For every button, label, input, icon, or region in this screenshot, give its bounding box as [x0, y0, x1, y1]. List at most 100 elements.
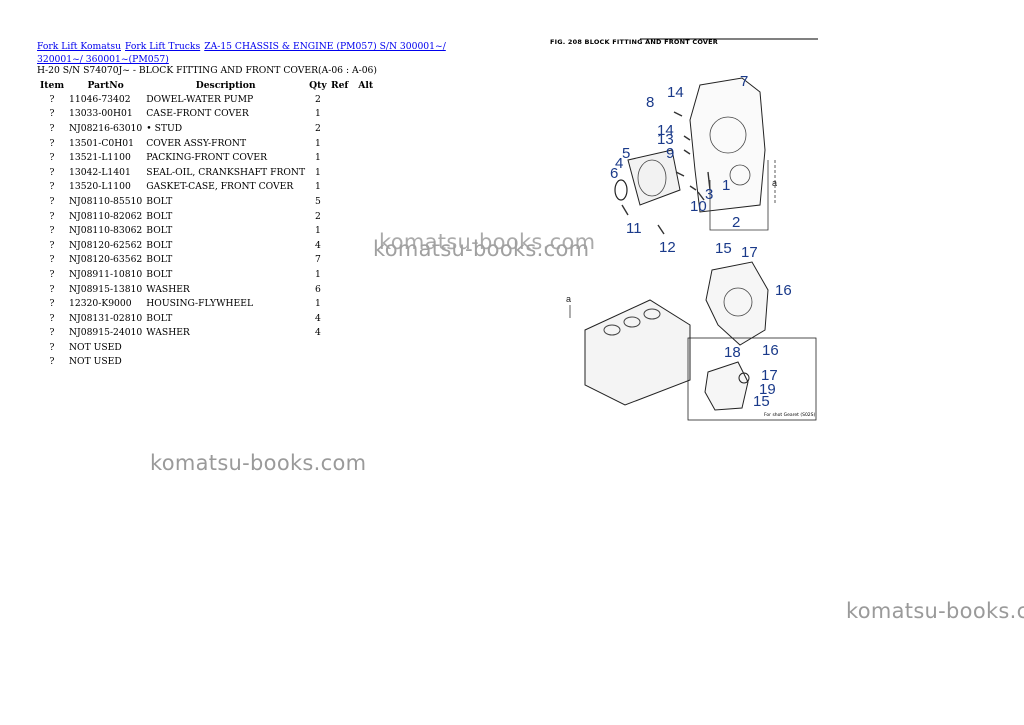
breadcrumb-link-chassis[interactable]: ZA-15 CHASSIS & ENGINE (PM057) S/N 30000… [37, 41, 446, 65]
callout-number: 14 [657, 122, 674, 139]
cell-description: GASKET-CASE, FRONT COVER [146, 181, 294, 193]
figure-title: FIG. 208 BLOCK FITTING AND FRONT COVER [550, 38, 718, 46]
cell-item: ? [49, 312, 55, 324]
table-row: ? NOT USED [37, 340, 381, 355]
cell-ref [329, 165, 351, 180]
cell-description: BOLT [146, 254, 173, 266]
callout-number: 7 [740, 73, 748, 90]
watermark: komatsu-books.com [846, 599, 1024, 623]
cell-partno: NJ08110-85510 [69, 195, 143, 207]
callout-number: 9 [666, 145, 674, 162]
cell-description: DOWEL-WATER PUMP [146, 93, 254, 105]
cell-ref [329, 296, 351, 311]
table-header-row: Item PartNo Description Qty Ref Alt [37, 79, 381, 92]
inset-housing [704, 361, 749, 411]
cell-alt [351, 311, 381, 326]
cell-alt [351, 150, 381, 165]
cell-qty: 1 [314, 137, 321, 149]
breadcrumb-link-trucks[interactable]: Fork Lift Trucks [125, 41, 201, 52]
cell-description: WASHER [146, 327, 190, 339]
cell-partno: 13520-L1100 [69, 181, 131, 193]
col-qty: Qty [309, 80, 327, 91]
cell-ref [329, 326, 351, 341]
cell-item: ? [49, 210, 55, 222]
cell-qty: 7 [314, 254, 321, 266]
breadcrumb-link-komatsu[interactable]: Fork Lift Komatsu [37, 41, 121, 52]
callout-number: 8 [646, 94, 654, 111]
front-cover-assy [627, 149, 681, 206]
cell-alt [351, 340, 381, 355]
cell-item: ? [49, 341, 55, 353]
cell-partno: 13521-L1100 [69, 152, 131, 164]
cell-description: BOLT [146, 225, 173, 237]
cell-description: WASHER [146, 283, 190, 295]
cell-partno: NJ08915-24010 [69, 327, 143, 339]
cell-description: BOLT [146, 239, 173, 251]
watermark: komatsu-books.com [150, 451, 367, 475]
cell-item: ? [49, 327, 55, 339]
cell-description: PACKING-FRONT COVER [146, 152, 268, 164]
cell-alt [351, 194, 381, 209]
cell-partno: 13033-00H01 [69, 108, 133, 120]
cell-description [144, 355, 307, 370]
cell-alt [351, 296, 381, 311]
cell-ref [329, 238, 351, 253]
callout-number: 17 [761, 367, 778, 384]
cell-qty: 1 [314, 152, 321, 164]
cell-description: BOLT [146, 312, 173, 324]
col-item: Item [39, 80, 65, 91]
cell-partno: 13042-L1401 [69, 166, 131, 178]
cell-qty: 2 [314, 122, 321, 134]
engine-block [584, 299, 691, 406]
cell-ref [329, 282, 351, 297]
cell-ref [329, 209, 351, 224]
cell-partno: NOT USED [69, 341, 122, 353]
cell-qty: 1 [314, 108, 321, 120]
cell-ref [329, 267, 351, 282]
callout-number: 12 [659, 239, 676, 256]
cell-item: ? [49, 152, 55, 164]
cell-description [144, 340, 307, 355]
page-subtitle: H-20 S/N S74070J~ - BLOCK FITTING AND FR… [37, 65, 377, 76]
col-alt: Alt [358, 80, 374, 91]
table-row: ? 13521-L1100 PACKING-FRONT COVER 1 [37, 150, 381, 165]
callout-number: 2 [732, 214, 740, 231]
cell-description: COVER ASSY-FRONT [146, 137, 247, 149]
cell-description: CASE-FRONT COVER [146, 108, 249, 120]
cell-alt [351, 267, 381, 282]
cell-ref [329, 223, 351, 238]
callout-number: 17 [741, 244, 758, 261]
cell-item: ? [49, 268, 55, 280]
callout-number: 18 [724, 344, 741, 361]
callout-number: 1 [722, 177, 730, 194]
cell-ref [329, 311, 351, 326]
cell-item: ? [49, 122, 55, 134]
cell-alt [351, 355, 381, 370]
cell-ref [329, 107, 351, 122]
callout-number: 15 [753, 393, 770, 410]
cell-ref [329, 194, 351, 209]
cell-partno: 13501-C0H01 [69, 137, 134, 149]
cell-qty: 1 [314, 268, 321, 280]
cell-partno: NJ08110-83062 [69, 225, 143, 237]
col-description: Description [195, 80, 256, 91]
cell-ref [329, 92, 351, 107]
watermark: komatsu-books.com [379, 230, 596, 254]
cell-alt [351, 180, 381, 195]
inset-caption: For shot Gearet (S02S) [764, 413, 816, 418]
cell-item: ? [49, 239, 55, 251]
cell-item: ? [49, 356, 55, 368]
callout-number: 16 [762, 342, 779, 359]
callout-number: 3 [705, 186, 713, 203]
cell-alt [351, 107, 381, 122]
